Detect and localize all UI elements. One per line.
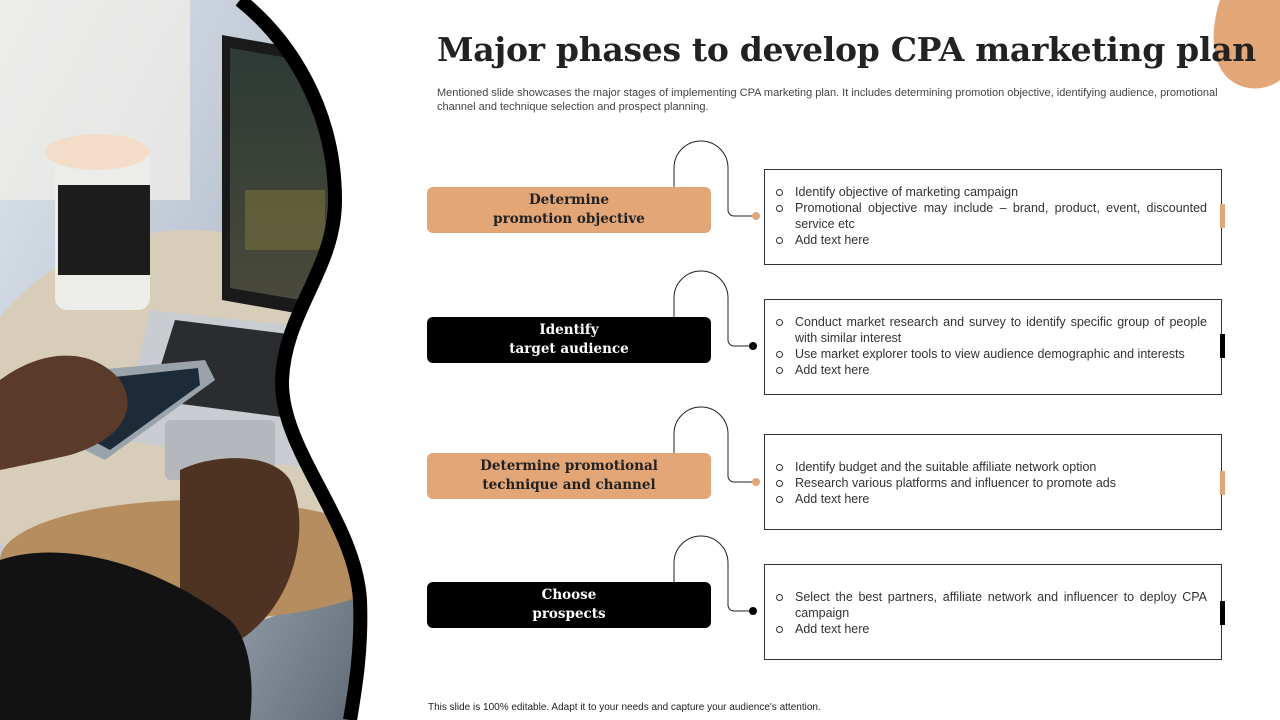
bullet-item: Use market explorer tools to view audien… — [775, 346, 1207, 362]
phase-card-1: Determine promotion objective — [427, 187, 711, 233]
bullet-item: Add text here — [775, 621, 1207, 637]
detail-tab — [1220, 471, 1225, 495]
phase-detail-4: Select the best partners, affiliate netw… — [764, 564, 1225, 660]
phase-detail-3: Identify budget and the suitable affilia… — [764, 434, 1225, 530]
bullet-item: Select the best partners, affiliate netw… — [775, 589, 1207, 621]
corner-decoration — [1213, 0, 1280, 89]
bullet-item: Conduct market research and survey to id… — [775, 314, 1207, 346]
phase-detail-2: Conduct market research and survey to id… — [764, 299, 1225, 395]
phase-detail-1: Identify objective of marketing campaign… — [764, 169, 1225, 265]
page-title: Major phases to develop CPA marketing pl… — [437, 30, 1256, 69]
phase-card-4: Choose prospects — [427, 582, 711, 628]
bullet-item: Add text here — [775, 491, 1207, 507]
phase-card-3: Determine promotional technique and chan… — [427, 453, 711, 499]
phase-label: Determine promotional technique and chan… — [480, 458, 658, 493]
bullet-item: Identify budget and the suitable affilia… — [775, 459, 1207, 475]
connector-dot — [749, 607, 757, 615]
bullet-item: Research various platforms and influence… — [775, 475, 1207, 491]
page-subtitle: Mentioned slide showcases the major stag… — [437, 87, 1218, 113]
bullet-item: Promotional objective may include – bran… — [775, 200, 1207, 232]
phase-label: Choose prospects — [532, 587, 606, 622]
detail-tab — [1220, 334, 1225, 358]
phase-label: Determine promotion objective — [493, 192, 645, 227]
laptop-workspace-photo — [0, 0, 368, 720]
detail-tab — [1220, 204, 1225, 228]
footer-note: This slide is 100% editable. Adapt it to… — [428, 702, 821, 713]
connector-dot — [752, 478, 760, 486]
bullet-item: Identify objective of marketing campaign — [775, 184, 1207, 200]
phase-label: Identify target audience — [509, 322, 629, 357]
connector-dot — [749, 342, 757, 350]
connector-dot — [752, 212, 760, 220]
bullet-item: Add text here — [775, 362, 1207, 378]
bullet-item: Add text here — [775, 232, 1207, 248]
phase-card-2: Identify target audience — [427, 317, 711, 363]
detail-tab — [1220, 601, 1225, 625]
